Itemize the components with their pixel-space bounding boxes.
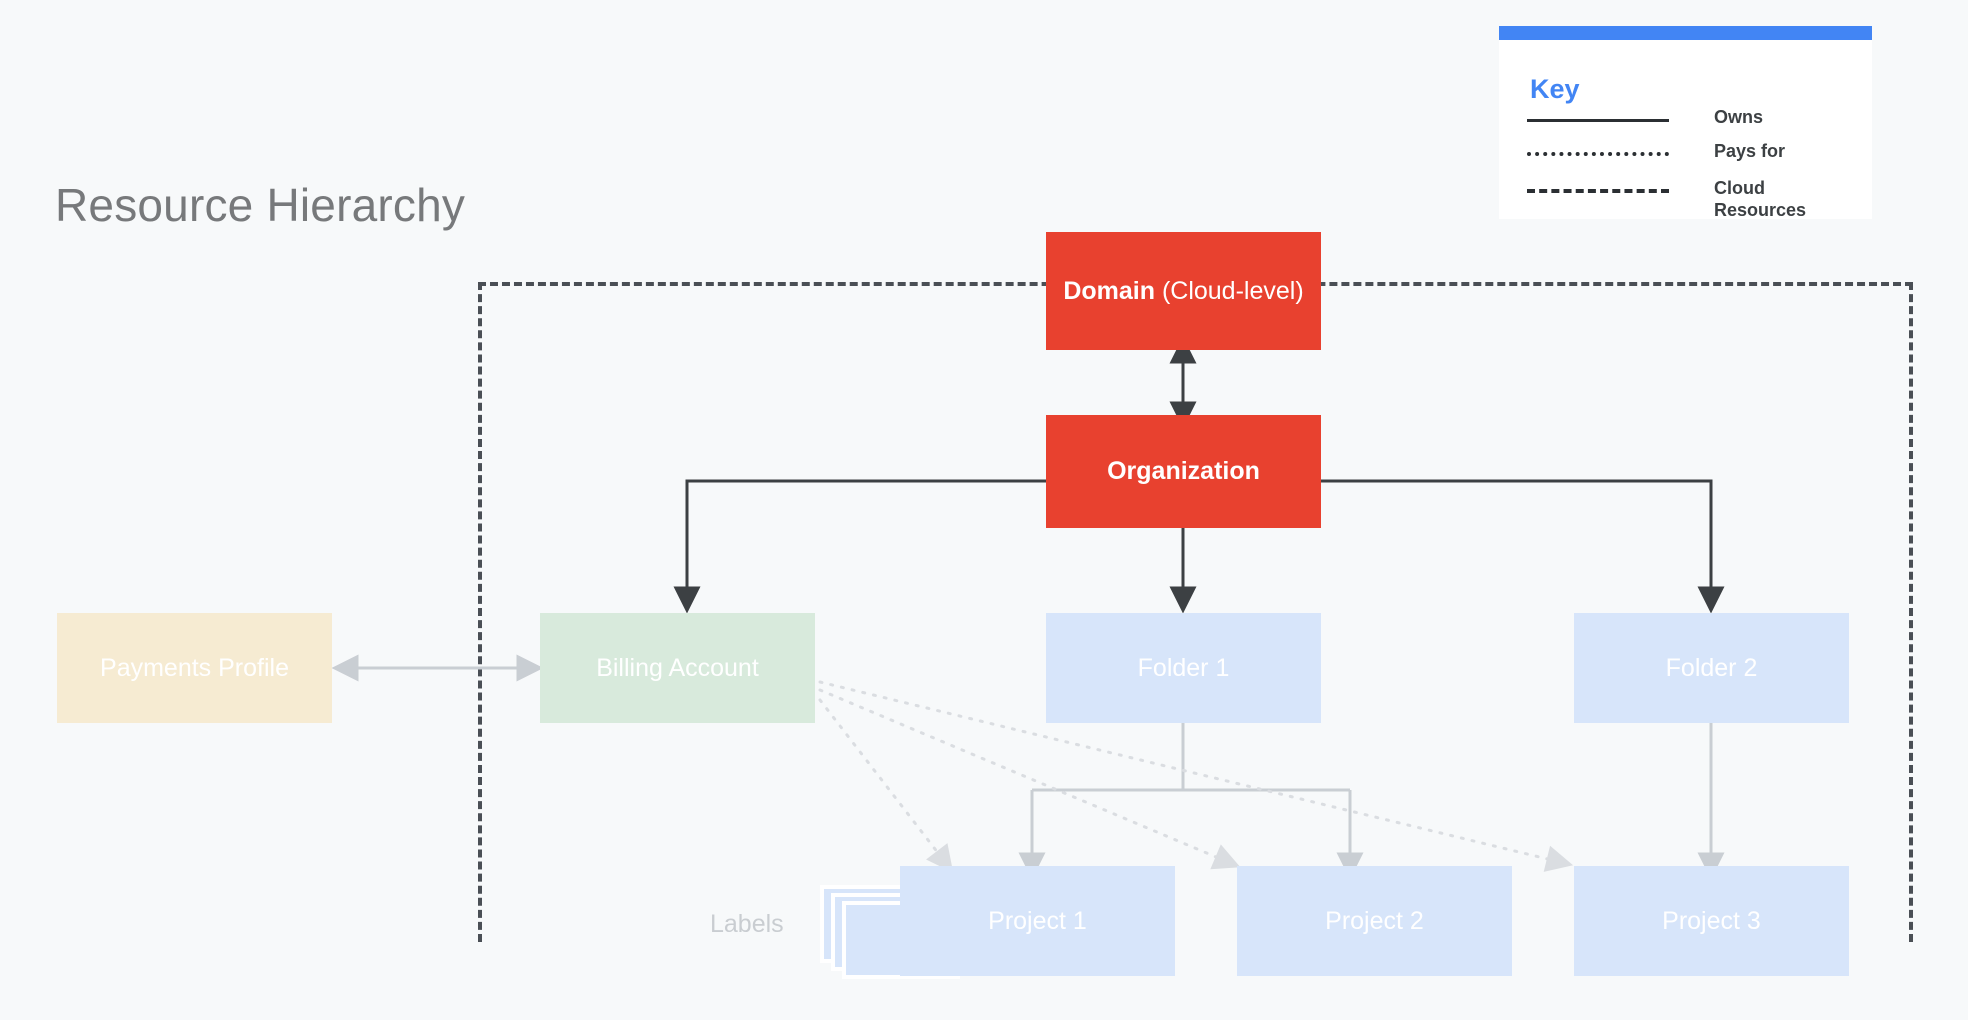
node-project-1-label: Project 1	[988, 906, 1087, 935]
node-payments-profile[interactable]: Payments Profile	[57, 613, 332, 723]
key-line-pays-for	[1527, 152, 1669, 156]
node-payments-profile-label: Payments Profile	[100, 653, 289, 682]
node-billing-account-label: Billing Account	[596, 653, 759, 682]
node-project-1[interactable]: Project 1	[900, 866, 1175, 976]
key-label-cloud-resources: Cloud Resources	[1714, 178, 1807, 220]
key-title: Key	[1530, 74, 1580, 104]
page-title: Resource Hierarchy	[55, 179, 466, 231]
labels-group-label: Labels	[710, 910, 784, 938]
key-line-owns	[1527, 119, 1669, 122]
node-domain-label: Domain (Cloud-level)	[1063, 277, 1303, 306]
node-domain[interactable]: Domain (Cloud-level)	[1046, 232, 1321, 350]
node-domain-label-bold: Domain	[1063, 276, 1155, 305]
node-folder-2[interactable]: Folder 2	[1574, 613, 1849, 723]
node-organization-label: Organization	[1107, 457, 1260, 486]
key-panel	[1499, 26, 1872, 219]
node-organization[interactable]: Organization	[1046, 415, 1321, 528]
cloud-resources-boundary	[478, 282, 1913, 942]
key-label-owns: Owns	[1714, 107, 1764, 127]
key-panel-accent-bar	[1499, 26, 1872, 40]
node-folder-1[interactable]: Folder 1	[1046, 613, 1321, 723]
key-line-cloud-resources	[1527, 189, 1669, 193]
node-project-2[interactable]: Project 2	[1237, 866, 1512, 976]
node-project-3[interactable]: Project 3	[1574, 866, 1849, 976]
node-billing-account[interactable]: Billing Account	[540, 613, 815, 723]
key-label-pays-for: Pays for	[1714, 141, 1786, 161]
node-folder-1-label: Folder 1	[1137, 653, 1230, 682]
node-folder-2-label: Folder 2	[1665, 653, 1758, 682]
node-project-3-label: Project 3	[1662, 906, 1761, 935]
node-domain-label-regular: (Cloud-level)	[1155, 276, 1304, 305]
node-project-2-label: Project 2	[1325, 906, 1424, 935]
